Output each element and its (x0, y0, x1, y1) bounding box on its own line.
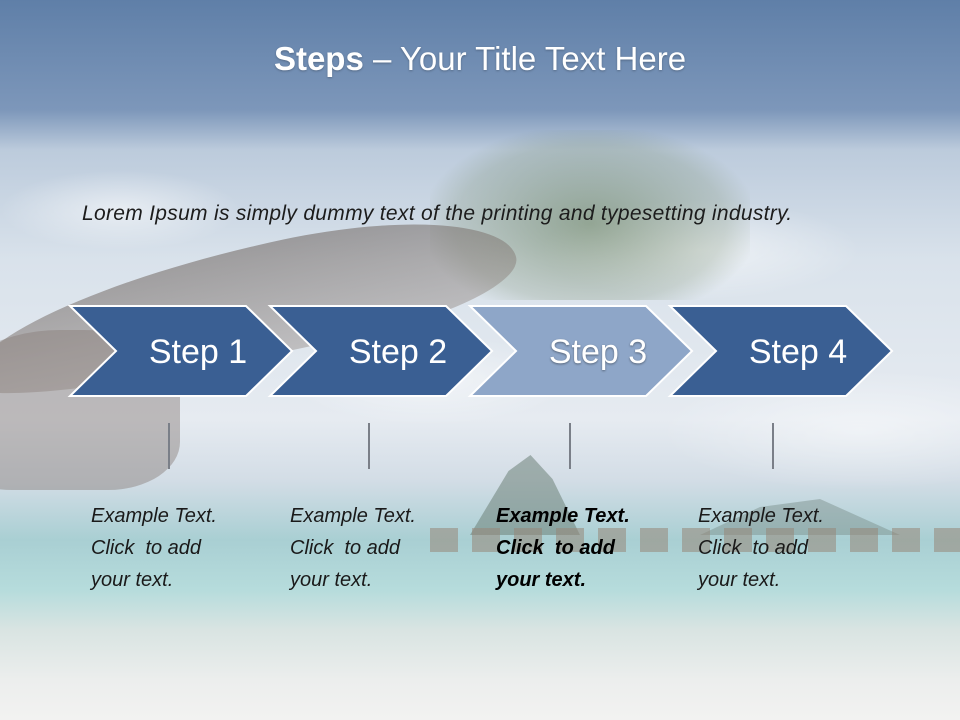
step-1-tick (168, 423, 170, 469)
step-1-chevron[interactable] (67, 305, 294, 397)
step-3-line-1: Example Text. (496, 505, 630, 527)
step-4-line-1: Example Text. (698, 505, 824, 527)
step-4-chevron[interactable] (667, 305, 894, 397)
step-3-description[interactable]: Example Text. Click to add your text. (496, 500, 676, 596)
step-2-chevron[interactable] (267, 305, 494, 397)
step-4-tick (772, 423, 774, 469)
step-1-label: Step 1 (149, 333, 247, 371)
step-4-line-3: your text. (698, 569, 781, 591)
step-3-chevron[interactable] (467, 305, 694, 397)
step-1-description[interactable]: Example Text. Click to add your text. (91, 500, 271, 596)
step-1-line-2: Click to add (91, 537, 202, 559)
step-2-line-3: your text. (290, 569, 373, 591)
step-3-line-3: your text. (496, 569, 587, 591)
step-2-line-1: Example Text. (290, 505, 416, 527)
step-4-label: Step 4 (749, 333, 847, 371)
step-1-line-3: your text. (91, 569, 174, 591)
step-3-line-2: Click to add (496, 537, 615, 559)
step-4-description[interactable]: Example Text. Click to add your text. (698, 500, 878, 596)
intro-text[interactable]: Lorem Ipsum is simply dummy text of the … (82, 202, 793, 225)
title-rest: – Your Title Text Here (363, 40, 687, 77)
background-bungalows (430, 528, 960, 552)
step-3-label: Step 3 (549, 333, 647, 371)
step-1-line-1: Example Text. (91, 505, 217, 527)
step-3-tick (569, 423, 571, 469)
step-2-description[interactable]: Example Text. Click to add your text. (290, 500, 470, 596)
slide-title[interactable]: Steps – Your Title Text Here (0, 40, 960, 78)
step-2-tick (368, 423, 370, 469)
step-2-line-2: Click to add (290, 537, 401, 559)
step-4-line-2: Click to add (698, 537, 809, 559)
title-bold: Steps (273, 40, 364, 77)
step-2-label: Step 2 (349, 333, 447, 371)
